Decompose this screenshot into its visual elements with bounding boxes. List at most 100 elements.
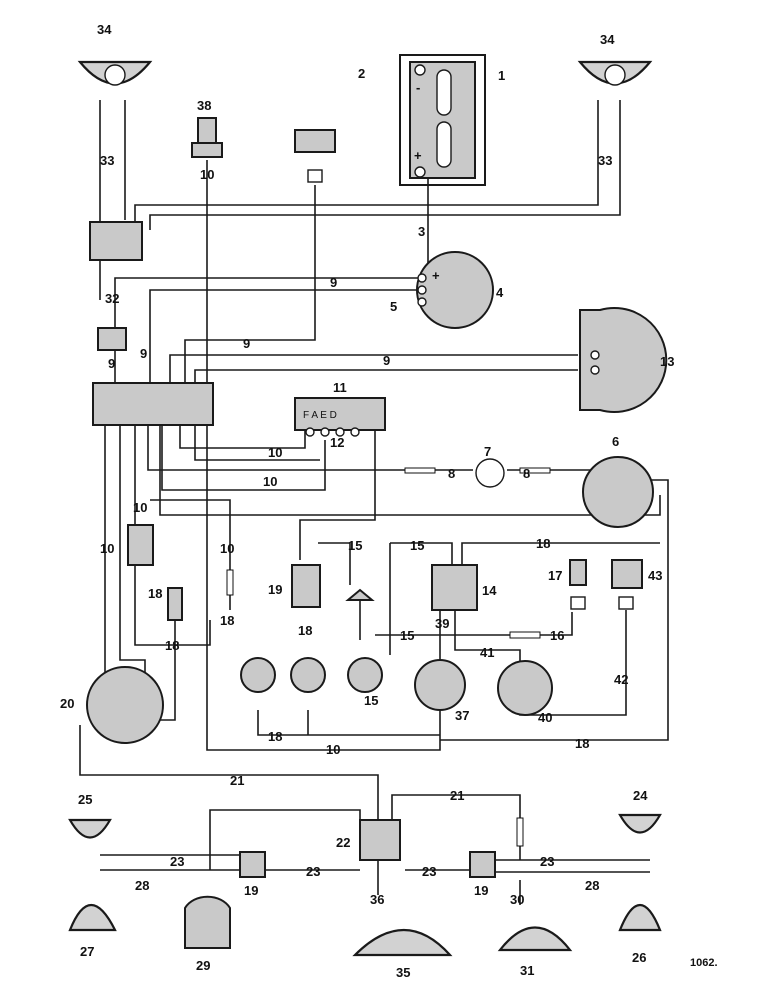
label-3: 3 (418, 224, 425, 239)
component-13 (579, 307, 668, 413)
lamp-26 (618, 903, 662, 932)
label-10-top: 10 (200, 167, 214, 182)
label-43: 43 (648, 568, 662, 583)
component-19-lower-left (239, 851, 266, 878)
label-9-e: 9 (140, 346, 147, 361)
label-9-b: 9 (243, 336, 250, 351)
regulator-terminals: F A E D (303, 410, 337, 421)
label-10-d: 10 (100, 541, 114, 556)
battery-plus: + (414, 148, 422, 163)
component-29 (184, 895, 231, 949)
label-10-b: 10 (263, 474, 277, 489)
regulator: F A E D (294, 397, 386, 437)
component-20 (86, 666, 164, 744)
horn (345, 588, 375, 601)
battery-minus: - (416, 80, 420, 95)
label-11: 11 (333, 380, 347, 395)
gauge-c (347, 657, 383, 693)
label-29: 29 (196, 958, 210, 973)
label-18-d: 18 (298, 623, 312, 638)
headlamp-right (577, 60, 653, 86)
label-25: 25 (78, 792, 92, 807)
label-28-left: 28 (135, 878, 149, 893)
label-9-c: 9 (383, 353, 390, 368)
gauge-b (290, 657, 326, 693)
lamp-31 (497, 926, 573, 952)
label-41: 41 (480, 645, 494, 660)
component-14 (431, 564, 478, 611)
label-18-g: 18 (575, 736, 589, 751)
label-32: 32 (105, 291, 119, 306)
label-33-left: 33 (100, 153, 114, 168)
lamp-35 (352, 928, 453, 957)
label-10-a: 10 (268, 445, 282, 460)
battery: - + (399, 54, 486, 186)
callout-labels: 34 34 1 2 3 4 5 6 7 8 8 9 9 9 9 9 10 10 … (60, 22, 718, 980)
figure-reference: 1062. (690, 957, 718, 969)
label-8-right: 8 (523, 466, 530, 481)
label-39: 39 (435, 616, 449, 631)
label-30: 30 (510, 892, 524, 907)
label-24: 24 (633, 788, 648, 803)
label-23-d: 23 (540, 854, 554, 869)
component-7 (404, 458, 551, 488)
component-19-upper (291, 564, 321, 608)
component-17 (569, 559, 587, 610)
headlamp-left (77, 60, 153, 86)
component-38 (191, 117, 223, 158)
label-15-d: 15 (364, 693, 378, 708)
label-33-right: 33 (598, 153, 612, 168)
label-4: 4 (496, 285, 504, 300)
label-6: 6 (612, 434, 619, 449)
component-19-lower-right (469, 851, 496, 878)
gauge-37 (414, 659, 466, 711)
label-23-b: 23 (306, 864, 320, 879)
wiring-harness (79, 100, 669, 905)
label-18-e: 18 (536, 536, 550, 551)
lamp-24 (618, 813, 662, 834)
label-9-d: 9 (108, 356, 115, 371)
component-10-block (127, 524, 154, 566)
label-36: 36 (370, 892, 384, 907)
label-38: 38 (197, 98, 211, 113)
label-34-right: 34 (600, 32, 615, 47)
label-19-upper: 19 (268, 582, 282, 597)
label-23-a: 23 (170, 854, 184, 869)
label-40: 40 (538, 710, 552, 725)
label-18-b: 18 (165, 638, 179, 653)
label-14: 14 (482, 583, 497, 598)
label-22: 22 (336, 835, 350, 850)
component-43 (611, 559, 643, 610)
label-27: 27 (80, 944, 94, 959)
label-7: 7 (484, 444, 491, 459)
label-1: 1 (498, 68, 505, 83)
label-21-right: 21 (450, 788, 464, 803)
label-21-left: 21 (230, 773, 244, 788)
label-18-a: 18 (148, 586, 162, 601)
label-12: 12 (330, 435, 344, 450)
label-19-lower-left: 19 (244, 883, 258, 898)
label-9-a: 9 (330, 275, 337, 290)
label-10-bottom: 10 (326, 742, 340, 757)
label-15-b: 15 (410, 538, 424, 553)
label-10-e: 10 (220, 541, 234, 556)
label-16: 16 (550, 628, 564, 643)
label-23-c: 23 (422, 864, 436, 879)
gauge-40 (497, 660, 553, 716)
junction-box (92, 382, 214, 426)
label-37: 37 (455, 708, 469, 723)
label-8-left: 8 (448, 466, 455, 481)
lamp-25 (68, 818, 112, 839)
switch-component (294, 129, 336, 183)
lamp-27 (68, 903, 117, 932)
label-18-c: 18 (220, 613, 234, 628)
label-15-c: 15 (400, 628, 414, 643)
component-18-small (167, 587, 183, 621)
label-35: 35 (396, 965, 410, 980)
label-34-left: 34 (97, 22, 112, 37)
connector-33 (89, 221, 143, 261)
gauge-a (240, 657, 276, 693)
label-31: 31 (520, 963, 534, 978)
component-32 (97, 327, 127, 351)
